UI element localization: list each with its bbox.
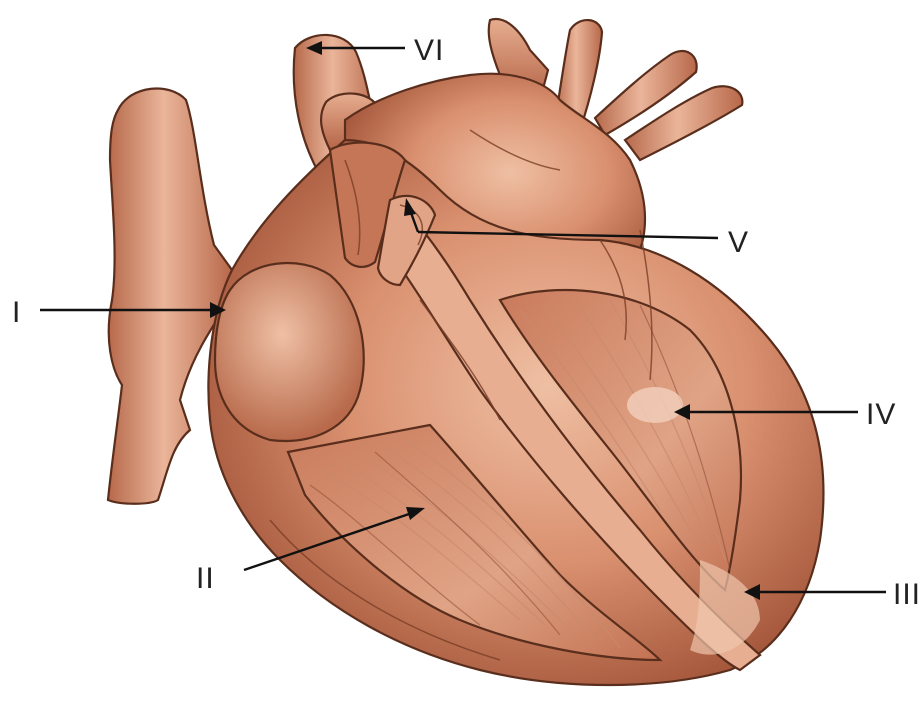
label-ii: II bbox=[196, 562, 215, 595]
label-iii: III bbox=[893, 578, 921, 611]
label-vi: VI bbox=[414, 34, 444, 67]
label-iv: IV bbox=[866, 398, 896, 431]
label-v: V bbox=[728, 226, 749, 259]
right-atrium bbox=[215, 263, 364, 441]
label-i: I bbox=[12, 296, 21, 329]
